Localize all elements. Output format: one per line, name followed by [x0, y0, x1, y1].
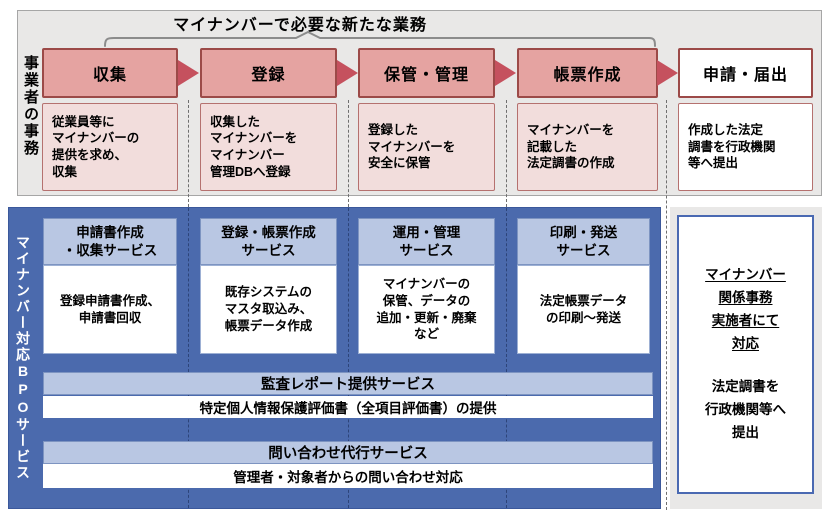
arrow-right-icon: [495, 60, 516, 86]
service-print-dispatch-title: 印刷・発送 サービス: [517, 218, 650, 265]
flow-step-registration: 登録: [200, 48, 337, 98]
arrow-right-icon: [178, 60, 199, 86]
panel-column-divider: [348, 208, 349, 508]
service-operation-management-title: 運用・管理 サービス: [358, 218, 495, 265]
flow-step-collection: 収集: [42, 48, 178, 98]
column-divider: [506, 100, 507, 207]
label-bpo-part2: BPO: [15, 363, 31, 417]
flow-desc-collection: 従業員等に マイナンバーの 提供を求め、 収集: [42, 103, 178, 191]
implementer-handled-box: マイナンバー 関係事務 実施者にて 対応 法定調書を 行政機関等へ 提出: [677, 215, 814, 494]
flow-desc-registration: 収集した マイナンバーを マイナンバー 管理DBへ登録: [200, 103, 337, 191]
legal-report-submission-text: 法定調書を 行政機関等へ 提出: [705, 378, 786, 440]
column-divider-full: [666, 100, 667, 510]
label-bpo-part3: サービス: [15, 417, 31, 481]
panel-column-divider: [188, 208, 189, 508]
service-registration-form-title: 登録・帳票作成 サービス: [200, 218, 337, 265]
section-title: マイナンバーで必要な新たな業務: [173, 17, 427, 34]
flow-step-application-submission: 申請・届出: [678, 48, 813, 98]
service-operation-management-desc: マイナンバーの 保管、データの 追加・更新・廃棄 など: [358, 265, 495, 354]
panel-column-divider: [506, 208, 507, 508]
label-bpo-part1: マイナンバー対応: [15, 235, 31, 363]
implementer-handled-text: マイナンバー 関係事務 実施者にて 対応: [705, 267, 786, 352]
flow-desc-form-creation: マイナンバーを 記載した 法定調書の作成: [517, 103, 658, 191]
audit-report-service-desc: 特定個人情報保護評価書（全項目評価書）の提供: [43, 396, 653, 418]
column-divider: [188, 100, 189, 207]
service-application-collection-title: 申請書作成 ・収集サービス: [43, 218, 177, 265]
flow-desc-application-submission: 作成した法定 調書を行政機関 等へ提出: [678, 103, 813, 191]
flow-step-form-creation: 帳票作成: [517, 48, 658, 98]
inquiry-agency-service-desc: 管理者・対象者からの問い合わせ対応: [43, 464, 653, 488]
brace-bracket-icon: [104, 31, 656, 47]
service-registration-form-desc: 既存システムの マスタ取込み、 帳票データ作成: [200, 265, 337, 354]
flow-step-storage-management: 保管・管理: [358, 48, 495, 98]
flow-desc-storage-management: 登録した マイナンバーを 安全に保管: [358, 103, 495, 191]
column-divider: [348, 100, 349, 207]
service-application-collection-desc: 登録申請書作成、 申請書回収: [43, 265, 177, 354]
label-business-operator-duties: 事業者の事務: [22, 55, 39, 157]
audit-report-service-title: 監査レポート提供サービス: [43, 372, 653, 395]
service-print-dispatch-desc: 法定帳票データ の印刷～発送: [517, 265, 650, 354]
arrow-right-icon: [657, 60, 678, 86]
inquiry-agency-service-title: 問い合わせ代行サービス: [43, 441, 653, 464]
arrow-right-icon: [337, 60, 358, 86]
